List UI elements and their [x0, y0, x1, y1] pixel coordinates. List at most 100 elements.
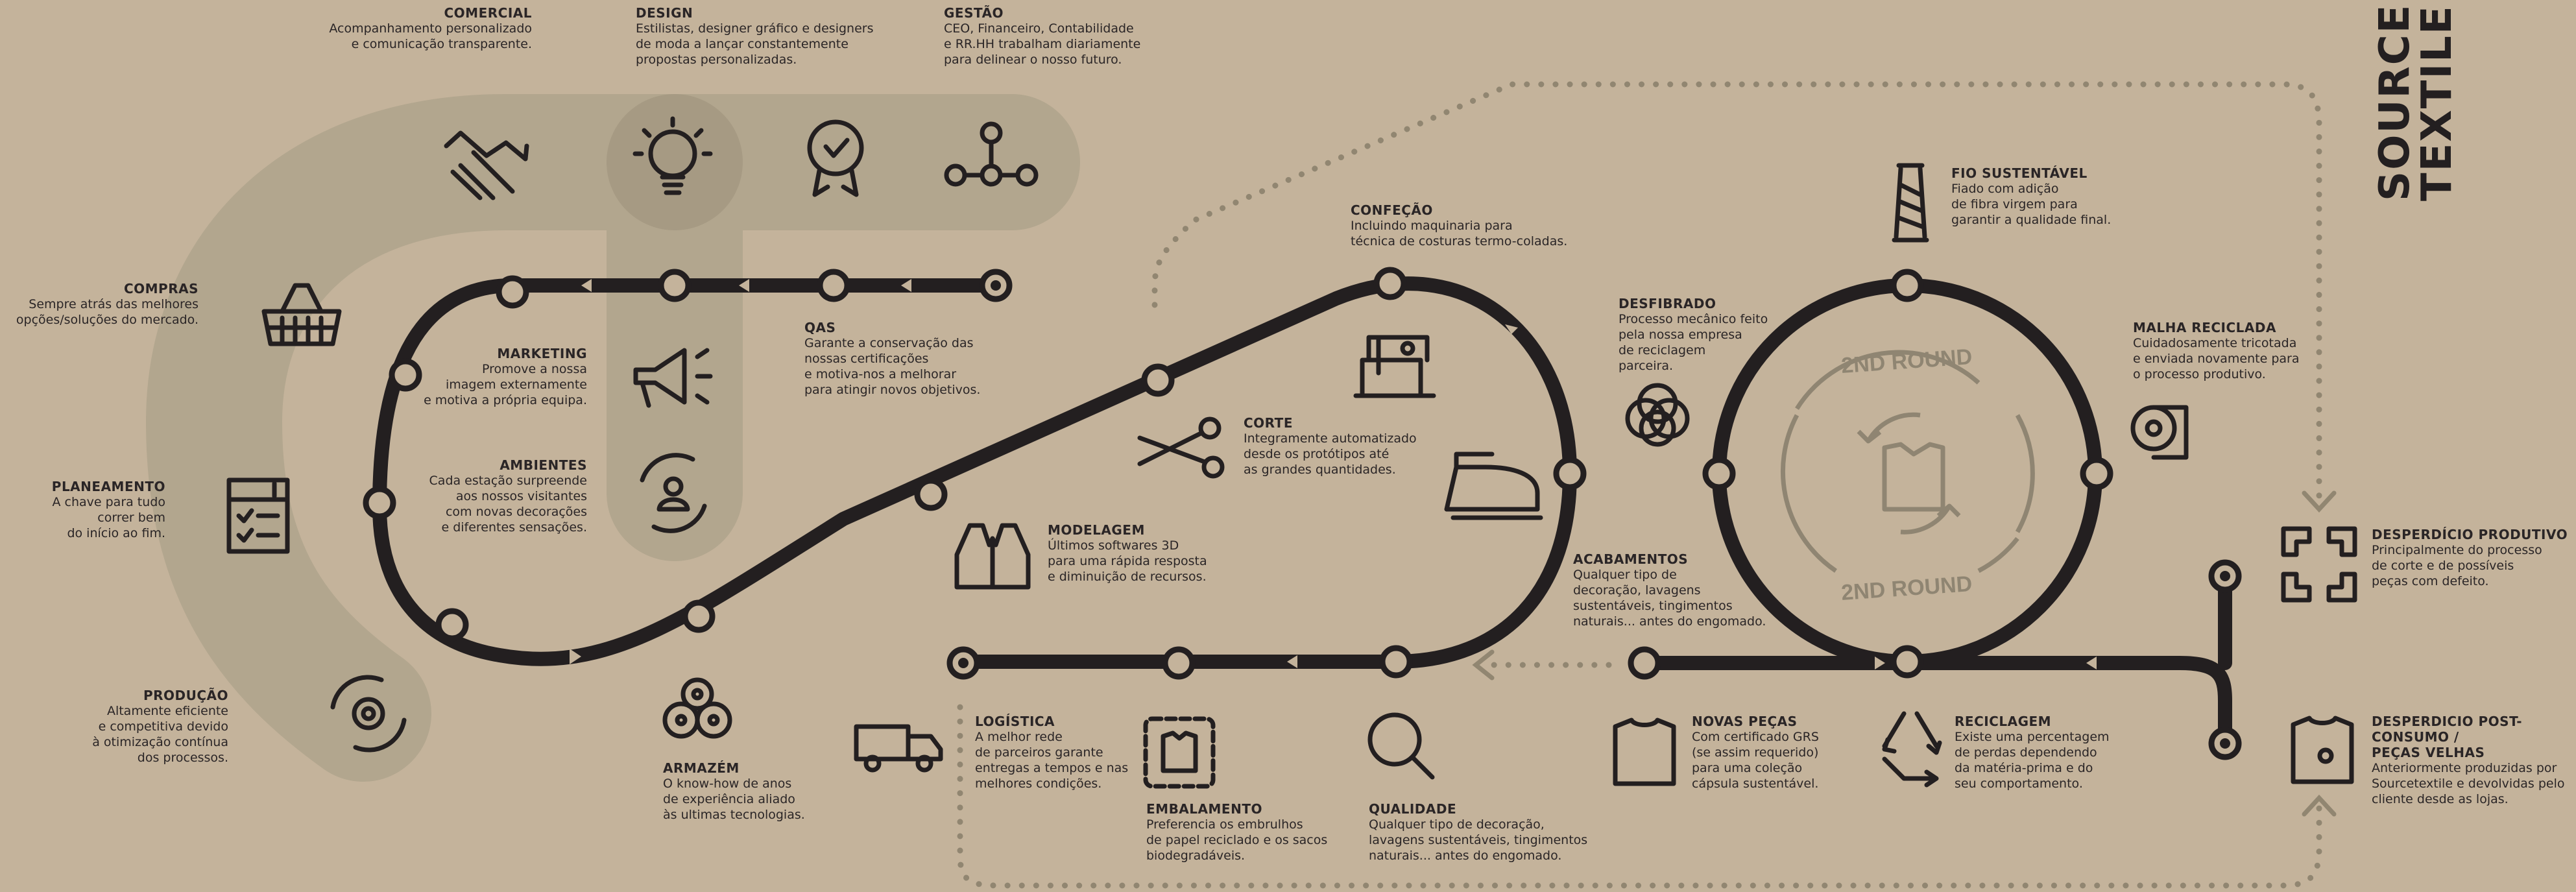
handshake-icon	[444, 130, 529, 200]
waste-frame-icon	[2281, 526, 2357, 603]
step-title: CORTE	[1244, 415, 1293, 431]
step-title: QAS	[804, 320, 836, 335]
step-title: NOVAS PEÇAS	[1692, 714, 1798, 729]
second-round-center-icon	[1857, 412, 1961, 535]
step-compras: COMPRAS Sempre atrás das melhores opções…	[0, 281, 199, 328]
step-title: MARKETING	[497, 346, 587, 361]
step-description: A chave para tudo correr bem do início a…	[52, 495, 165, 540]
step-description: Com certificado GRS (se assim requerido)…	[1692, 730, 1819, 791]
step-design: DESIGN Estilistas, designer gráfico e de…	[636, 5, 908, 67]
round-label-top: 2ND ROUND	[1840, 344, 1973, 378]
step-marketing: MARKETING Promove a nossa imagem externa…	[389, 346, 587, 408]
tshirt-icon	[1613, 717, 1676, 786]
lightbulb-icon	[632, 116, 713, 195]
step-qas: QAS Garante a conservação das nossas cer…	[804, 320, 1012, 398]
step-desperdicio-produtivo: DESPERDÍCIO PRODUTIVO Principalmente do …	[2372, 527, 2573, 589]
loop-arrows	[1472, 490, 2337, 817]
step-title: PLANEAMENTO	[51, 479, 165, 494]
spool-icon	[1892, 163, 1929, 243]
step-description: Principalmente do processo de corte e de…	[2372, 543, 2542, 588]
brand-logo: SOURCE TEXTILE	[2355, 4, 2575, 208]
step-title: ACABAMENTOS	[1573, 551, 1689, 567]
fabric-rolls-icon	[662, 677, 732, 739]
step-title: DESPERDICIO POST-CONSUMO / PEÇAS VELHAS	[2372, 714, 2523, 760]
scissors-icon	[1137, 416, 1225, 479]
step-description: Qualquer tipo de decoração, lavagens sus…	[1369, 817, 1588, 863]
step-qualidade: QUALIDADE Qualquer tipo de decoração, la…	[1369, 801, 1615, 863]
magnifier-icon	[1367, 712, 1435, 780]
step-title: GESTÃO	[944, 5, 1004, 21]
step-description: Qualquer tipo de decoração, lavagens sus…	[1573, 568, 1766, 629]
step-comercial: COMERCIAL Acompanhamento personalizado e…	[272, 5, 532, 52]
step-title: DESIGN	[636, 5, 693, 21]
step-gestao: GESTÃO CEO, Financeiro, Contabilidade e …	[944, 5, 1177, 67]
step-title: MALHA RECICLADA	[2133, 320, 2276, 335]
step-title: RECICLAGEM	[1955, 714, 2052, 729]
basket-icon	[261, 283, 342, 346]
step-planeamento: PLANEAMENTO A chave para tudo correr bem…	[26, 479, 165, 541]
step-description: Cuidadosamente tricotada e enviada novam…	[2133, 336, 2300, 381]
step-title: DESFIBRADO	[1619, 296, 1716, 311]
step-confecao: CONFEÇÃO Incluindo maquinaria para técni…	[1351, 202, 1597, 249]
step-fio: FIO SUSTENTÁVEL Fiado com adição de fibr…	[1951, 165, 2146, 228]
step-title: DESPERDÍCIO PRODUTIVO	[2372, 527, 2568, 542]
step-description: Incluindo maquinaria para técnica de cos…	[1351, 219, 1568, 248]
step-producao: PRODUÇÃO Altamente eficiente e competiti…	[65, 688, 228, 765]
step-description: Fiado com adição de fibra virgem para ga…	[1951, 182, 2112, 227]
box-shirt-icon	[1143, 716, 1216, 789]
second-round-ring	[1780, 350, 2035, 573]
step-description: Cada estação surpreende aos nossos visit…	[429, 474, 587, 535]
box-shirt-inner-icon	[1161, 730, 1198, 773]
step-ambientes: AMBIENTES Cada estação surpreende aos no…	[389, 457, 587, 535]
step-title: CONFEÇÃO	[1351, 202, 1433, 218]
recycle-icon	[1882, 711, 1942, 788]
step-logistica: LOGÍSTICA A melhor rede de parceiros gar…	[975, 714, 1157, 791]
knit-roll-icon	[2130, 405, 2189, 460]
step-title: ARMAZÉM	[663, 760, 740, 776]
step-description: Últimos softwares 3D para uma rápida res…	[1048, 538, 1207, 584]
round-label-bottom: 2ND ROUND	[1840, 572, 1973, 605]
step-description: Integramente automatizado desde os protó…	[1244, 431, 1417, 477]
step-description: Processo mecânico feito pela nossa empre…	[1619, 312, 1768, 373]
support-band	[145, 94, 1080, 782]
step-description: Sempre atrás das melhores opções/soluçõe…	[16, 297, 199, 327]
truck-icon	[854, 724, 943, 773]
step-acabamentos: ACABAMENTOS Qualquer tipo de decoração, …	[1573, 551, 1787, 629]
step-malha: MALHA RECICLADA Cuidadosamente tricotada…	[2133, 320, 2321, 382]
step-desfibrado: DESFIBRADO Processo mecânico feito pela …	[1619, 296, 1800, 374]
gear-cycle-icon	[330, 675, 407, 753]
return-loop	[957, 81, 2322, 889]
track-chevrons	[570, 279, 2191, 669]
track-nodes	[363, 267, 2242, 760]
step-corte: CORTE Integramente automatizado desde os…	[1244, 415, 1438, 477]
step-description: Altamente eficiente e competitiva devido…	[92, 704, 228, 765]
step-description: Estilistas, designer gráfico e designers…	[636, 21, 874, 67]
vest-icon	[954, 523, 1031, 590]
calendar-checklist-icon	[226, 477, 290, 554]
step-title: FIO SUSTENTÁVEL	[1951, 165, 2088, 181]
quality-badge-icon	[807, 119, 864, 197]
brand-line-1: SOURCE	[2371, 3, 2419, 201]
step-description: Preferencia os embrulhos de papel recicl…	[1146, 817, 1328, 863]
step-modelagem: MODELAGEM Últimos softwares 3D para uma …	[1048, 522, 1242, 585]
iron-icon	[1444, 452, 1543, 520]
step-desperdicio-post-consumo: DESPERDICIO POST-CONSUMO / PEÇAS VELHAS …	[2372, 714, 2574, 807]
step-title: PRODUÇÃO	[143, 688, 228, 703]
step-title: COMERCIAL	[444, 5, 532, 21]
step-title: QUALIDADE	[1369, 801, 1457, 817]
step-description: CEO, Financeiro, Contabilidade e RR.HH t…	[944, 21, 1141, 67]
people-cycle-icon	[640, 453, 707, 533]
step-title: LOGÍSTICA	[975, 714, 1055, 729]
step-novas-pecas: NOVAS PEÇAS Com certificado GRS (se assi…	[1692, 714, 1873, 791]
megaphone-icon	[633, 348, 713, 408]
old-shirt-icon	[2291, 716, 2354, 784]
design-highlight	[607, 94, 743, 230]
sewing-machine-icon	[1353, 335, 1436, 398]
fiber-ball-icon	[1625, 383, 1690, 447]
step-reciclagem: RECICLAGEM Existe uma percentagem de per…	[1955, 714, 2149, 791]
step-title: AMBIENTES	[500, 457, 587, 473]
step-description: Garante a conservação das nossas certifi…	[804, 336, 981, 397]
brand-line-2: TEXTILE	[2413, 5, 2461, 201]
step-description: Promove a nossa imagem externamente e mo…	[424, 362, 587, 407]
